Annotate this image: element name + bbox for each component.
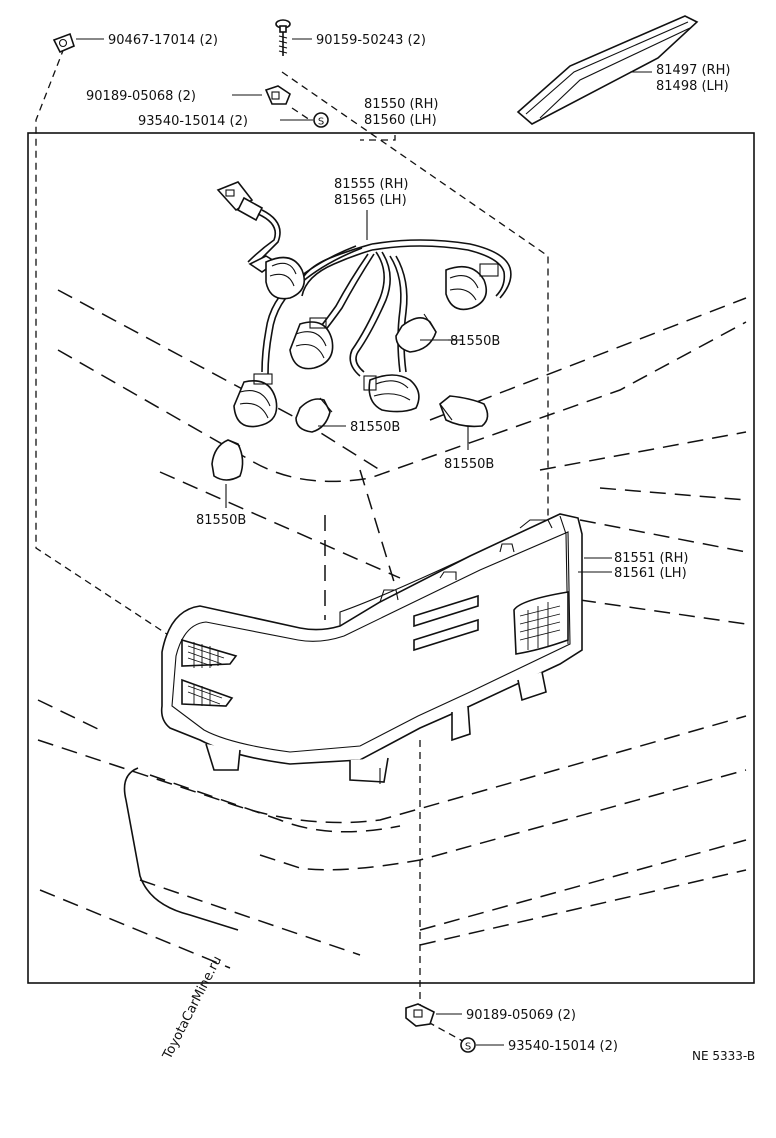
socket-lower-right bbox=[363, 374, 420, 413]
clip-90467 bbox=[52, 32, 104, 54]
bulb-left bbox=[211, 439, 244, 508]
label-leaders bbox=[448, 339, 612, 573]
screw-90159 bbox=[275, 19, 312, 56]
bulb-right-upper bbox=[395, 313, 448, 353]
socket-lower-left bbox=[233, 373, 278, 428]
label-bulb-81550b-2: 81550B bbox=[350, 420, 400, 435]
bulb-right-lower bbox=[439, 395, 489, 450]
label-90189-05069: 90189-05069 (2) bbox=[466, 1008, 576, 1023]
fastener-leaders bbox=[35, 47, 549, 1045]
washer-s-symbol-bottom: S bbox=[465, 1042, 471, 1053]
socket-upper-right bbox=[445, 263, 499, 311]
label-90189-05068: 90189-05068 (2) bbox=[86, 89, 196, 104]
car-body-outline bbox=[37, 289, 747, 969]
assembly-frame bbox=[27, 132, 755, 984]
washer-93540-top: S bbox=[280, 112, 329, 128]
label-90159-50243: 90159-50243 (2) bbox=[316, 33, 426, 48]
label-bulb-81550b-1: 81550B bbox=[450, 334, 500, 349]
watermark: ToyotaCarMine.ru bbox=[160, 954, 225, 1063]
washer-93540-bottom: S bbox=[460, 1037, 504, 1053]
wiring-harness bbox=[216, 181, 512, 377]
bulb-center bbox=[295, 397, 346, 433]
label-81551-rh: 81551 (RH) bbox=[614, 551, 688, 566]
label-bulb-81550b-4: 81550B bbox=[196, 513, 246, 528]
nut-90189-05069 bbox=[405, 1003, 462, 1027]
label-90467-17014: 90467-17014 (2) bbox=[108, 33, 218, 48]
label-81550-rh: 81550 (RH) bbox=[364, 97, 438, 112]
label-81560-lh: 81560 (LH) bbox=[364, 113, 437, 128]
nut-90189-05068 bbox=[232, 85, 291, 105]
socket-upper-left bbox=[248, 255, 306, 300]
washer-s-symbol: S bbox=[318, 117, 324, 128]
label-93540-15014-bottom: 93540-15014 (2) bbox=[508, 1039, 618, 1054]
label-93540-15014-top: 93540-15014 (2) bbox=[138, 114, 248, 129]
label-bulb-81550b-3: 81550B bbox=[444, 457, 494, 472]
socket-mid bbox=[289, 317, 334, 370]
label-81565-lh: 81565 (LH) bbox=[334, 193, 407, 208]
label-81497-rh: 81497 (RH) bbox=[656, 63, 730, 78]
label-81498-lh: 81498 (LH) bbox=[656, 79, 729, 94]
figure-code: NE 5333-B bbox=[692, 1049, 755, 1063]
label-81561-lh: 81561 (LH) bbox=[614, 566, 687, 581]
label-81555-rh: 81555 (RH) bbox=[334, 177, 408, 192]
lamp-housing bbox=[160, 513, 583, 784]
gasket-strip bbox=[516, 15, 699, 125]
